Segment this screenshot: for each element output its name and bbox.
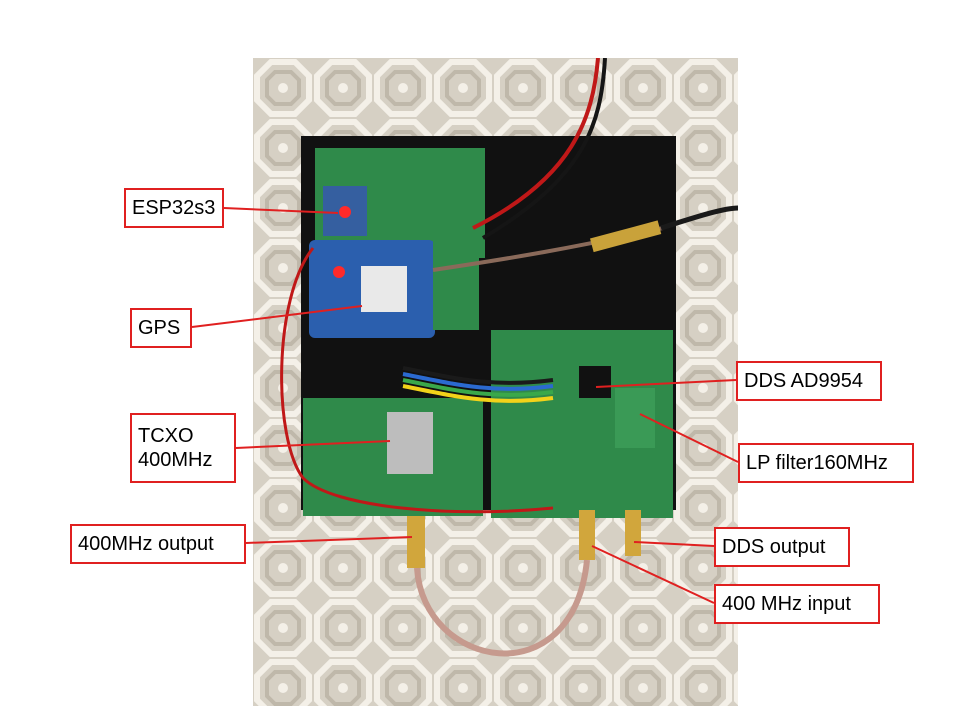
callout-400mhz-input-text: 400 MHz input bbox=[722, 593, 851, 615]
gps-chip bbox=[361, 266, 407, 312]
callout-400mhz-output: 400MHz output bbox=[70, 524, 246, 564]
lp-filter-area bbox=[615, 388, 655, 448]
sma-400mhz-output bbox=[407, 516, 425, 568]
callout-gps-text: GPS bbox=[138, 317, 181, 339]
callout-dds-output: DDS output bbox=[714, 527, 850, 567]
cable-yellow bbox=[402, 384, 554, 403]
esp32-led bbox=[339, 206, 351, 218]
board-photo bbox=[253, 58, 738, 706]
callout-esp32: ESP32s3 bbox=[124, 188, 224, 228]
cable-green bbox=[402, 378, 554, 397]
sma-antenna-connector bbox=[590, 220, 662, 253]
power-wire-black bbox=[481, 58, 607, 240]
callout-400mhz-output-text: 400MHz output bbox=[78, 533, 214, 555]
callout-lp-filter-text: LP filter160MHz bbox=[746, 452, 888, 474]
cable-black bbox=[402, 366, 554, 385]
gps-carrier bbox=[433, 240, 479, 330]
dds-chip bbox=[579, 366, 611, 398]
callout-lp-filter: LP filter160MHz bbox=[738, 443, 914, 483]
callout-dds-text: DDS AD9954 bbox=[744, 370, 863, 392]
cable-blue bbox=[402, 372, 554, 391]
callout-tcxo-line2: 400MHz bbox=[138, 449, 213, 471]
callout-tcxo-line1: TCXO bbox=[138, 425, 194, 447]
tcxo-chip bbox=[387, 412, 433, 474]
callout-esp32-text: ESP32s3 bbox=[132, 197, 216, 219]
antenna-lead bbox=[660, 205, 738, 231]
callout-gps: GPS bbox=[130, 308, 192, 348]
callout-dds: DDS AD9954 bbox=[736, 361, 882, 401]
gps-led bbox=[333, 266, 345, 278]
power-wire-red bbox=[472, 58, 600, 230]
callout-tcxo: TCXO 400MHz bbox=[130, 413, 236, 483]
callout-dds-output-text: DDS output bbox=[722, 536, 826, 558]
coax-loop bbox=[414, 559, 590, 657]
sma-dds-output bbox=[625, 510, 641, 556]
sma-400mhz-input bbox=[579, 510, 595, 560]
callout-400mhz-input: 400 MHz input bbox=[714, 584, 880, 624]
